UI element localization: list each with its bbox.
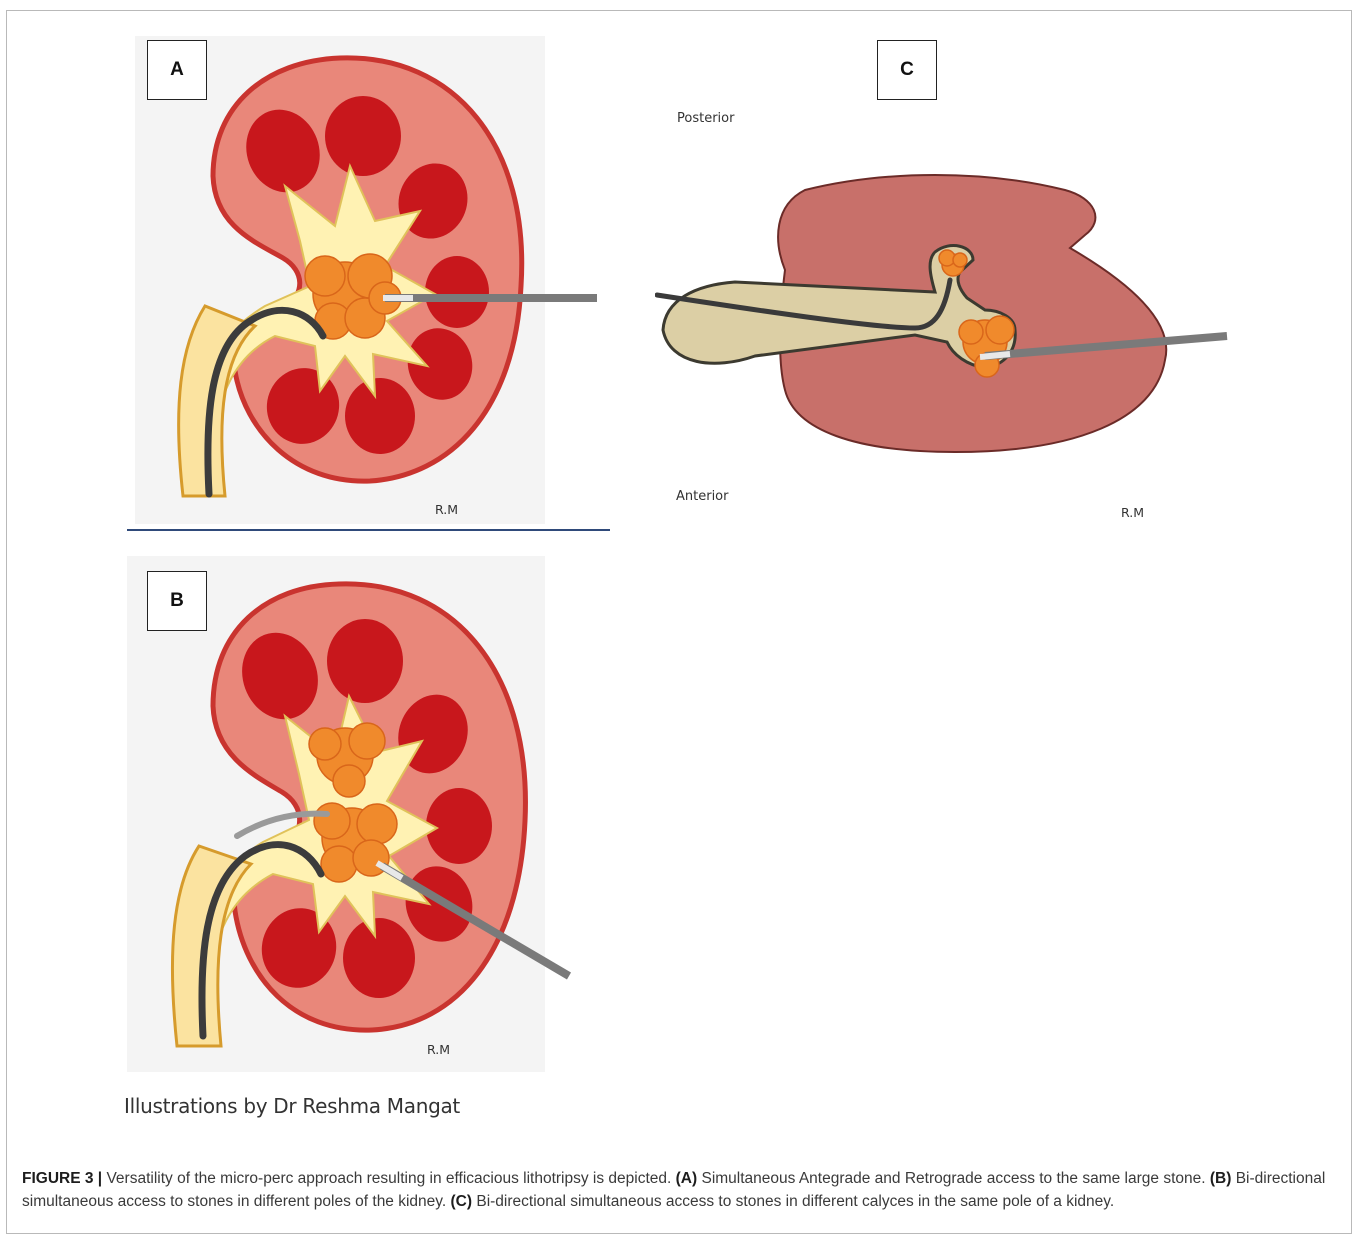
caption-a-label: (A) [676,1170,698,1187]
caption-c-text: Bi-directional simultaneous access to st… [472,1193,1114,1210]
caption-b-label: (B) [1210,1170,1232,1187]
illustration-credit: Illustrations by Dr Reshma Mangat [124,1094,460,1118]
panel-a-label: A [147,40,207,100]
panel-a-signature: R.M [435,502,458,517]
panel-a-illustration: R.M [135,36,605,524]
figure-caption: FIGURE 3 | Versatility of the micro-perc… [22,1167,1340,1213]
caption-a-text: Simultaneous Antegrade and Retrograde ac… [697,1170,1210,1187]
caption-c-label: (C) [451,1193,473,1210]
caption-intro: Versatility of the micro-perc approach r… [102,1170,676,1187]
panel-b-signature: R.M [427,1042,450,1057]
panel-c-label: C [877,40,937,100]
panel-b-illustration: R.M [127,556,577,1072]
posterior-label: Posterior [677,111,734,126]
panel-divider [127,529,610,531]
caption-figure-label: FIGURE 3 | [22,1170,102,1187]
panel-c-signature: R.M [1121,505,1144,520]
anterior-label: Anterior [676,489,728,504]
panel-c-illustration [655,160,1235,460]
panel-b-label: B [147,571,207,631]
